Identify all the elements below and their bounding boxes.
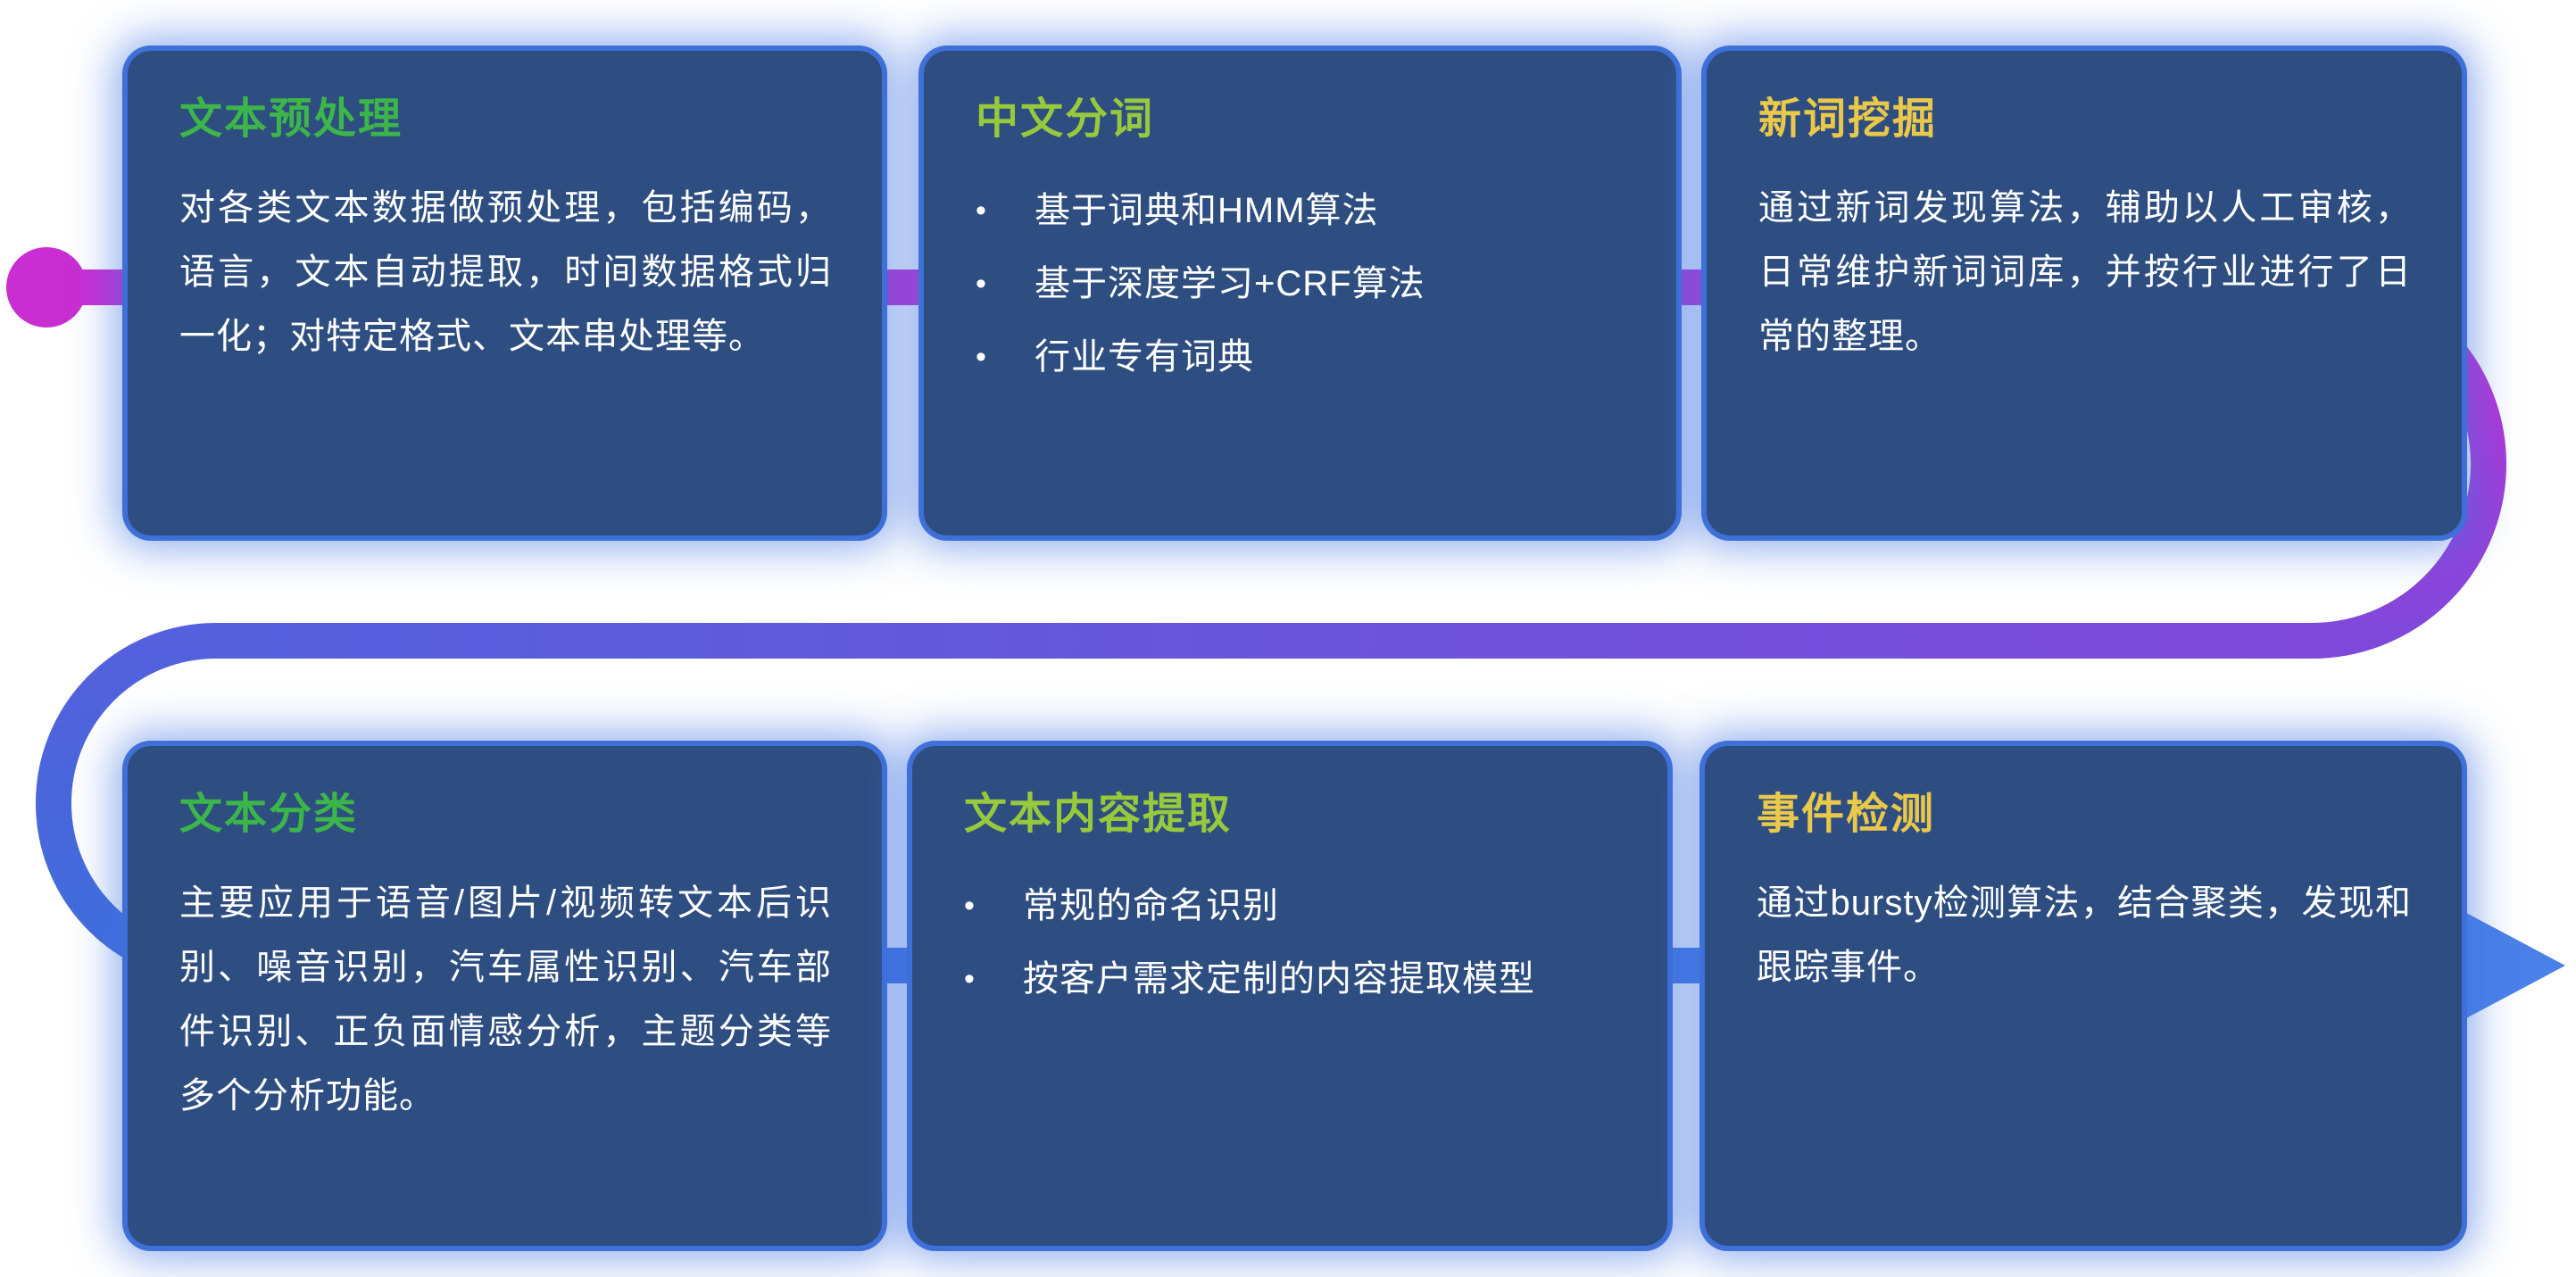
card-title: 中文分词 xyxy=(976,95,1155,143)
bullet-list: • 基于词典和HMM算法 • 基于深度学习+CRF算法 • 行业专有词典 xyxy=(976,187,1626,381)
bullet-icon: • xyxy=(976,194,987,228)
card-word-segmentation: 中文分词 • 基于词典和HMM算法 • 基于深度学习+CRF算法 • 行业专有词… xyxy=(924,51,1676,535)
card-title: 事件检测 xyxy=(1757,791,1936,838)
card-title: 文本分类 xyxy=(179,791,359,838)
list-item: • 基于深度学习+CRF算法 xyxy=(976,260,1626,308)
card-body: 对各类文本数据做预处理，包括编码，语言，文本自动提取，时间数据格式归一化；对特定… xyxy=(179,188,832,356)
list-item: • 常规的命名识别 xyxy=(964,882,1617,930)
bullet-icon: • xyxy=(964,889,976,923)
bullet-icon: • xyxy=(964,962,976,996)
card-event-detection: 事件检测 通过bursty检测算法，结合聚类，发现和跟踪事件。 xyxy=(1705,746,2462,1246)
bullet-icon: • xyxy=(976,267,987,301)
list-item: • 基于词典和HMM算法 xyxy=(976,187,1626,235)
card-text-classification: 文本分类 主要应用于语音/图片/视频转文本后识别、噪音识别，汽车属性识别、汽车部… xyxy=(128,746,882,1246)
list-item: • 行业专有词典 xyxy=(976,333,1626,381)
bullet-text: 按客户需求定制的内容提取模型 xyxy=(1023,959,1535,999)
card-text-preprocessing: 文本预处理 对各类文本数据做预处理，包括编码，语言，文本自动提取，时间数据格式归… xyxy=(128,51,882,535)
card-body: 主要应用于语音/图片/视频转文本后识别、噪音识别，汽车属性识别、汽车部件识别、正… xyxy=(179,883,832,1115)
card-body: 通过bursty检测算法，结合聚类，发现和跟踪事件。 xyxy=(1757,883,2412,987)
card-new-word-mining: 新词挖掘 通过新词发现算法，辅助以人工审核，日常维护新词词库，并按行业进行了日常… xyxy=(1707,51,2462,535)
card-title: 新词挖掘 xyxy=(1758,95,1938,143)
bullet-list: • 常规的命名识别 • 按客户需求定制的内容提取模型 xyxy=(964,882,1617,1003)
card-body: 通过新词发现算法，辅助以人工审核，日常维护新词词库，并按行业进行了日常的整理。 xyxy=(1758,188,2412,356)
bullet-icon: • xyxy=(976,340,987,374)
bullet-text: 基于深度学习+CRF算法 xyxy=(1035,264,1425,303)
bullet-text: 常规的命名识别 xyxy=(1023,886,1279,925)
flow-arrow-icon xyxy=(2455,907,2565,1024)
bullet-text: 行业专有词典 xyxy=(1035,337,1254,377)
card-content-extraction: 文本内容提取 • 常规的命名识别 • 按客户需求定制的内容提取模型 xyxy=(912,746,1667,1246)
card-title: 文本预处理 xyxy=(179,95,403,143)
bullet-text: 基于词典和HMM算法 xyxy=(1035,191,1379,230)
list-item: • 按客户需求定制的内容提取模型 xyxy=(964,955,1617,1003)
card-title: 文本内容提取 xyxy=(964,791,1233,838)
